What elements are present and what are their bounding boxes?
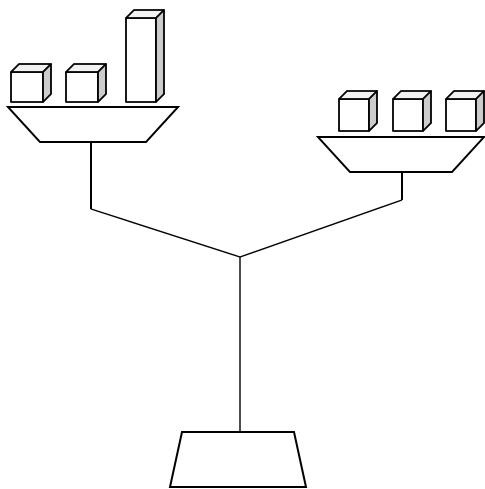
left-pan-tall-block-3 [125, 9, 165, 103]
right-pan-cube-1 [338, 90, 378, 132]
right-pan-cube-3 [445, 90, 485, 132]
left-pan-cube-1 [10, 63, 52, 103]
right-pan-cube-2 [392, 90, 432, 132]
left-pan-tall-block-3-front [125, 17, 157, 103]
right-pan-cube-2-side [422, 90, 432, 132]
right-pan-cube-2-front [392, 98, 424, 132]
left-pan-cube-2-side [97, 63, 107, 103]
right-pan-cube-3-front [445, 98, 477, 132]
left-pan-tall-block-3-side [155, 9, 165, 103]
right-pan-cube-1-side [368, 90, 378, 132]
left-pan-cube-2-front [65, 71, 99, 103]
scale-base [168, 431, 308, 488]
left-pan [5, 106, 181, 143]
right-pan-blocks [338, 90, 485, 132]
left-pan-cube-2 [65, 63, 107, 103]
left-pan-cube-1-side [42, 63, 52, 103]
left-pan-blocks [10, 9, 165, 103]
beam-left-arm [90, 208, 241, 258]
right-pan [315, 136, 485, 173]
left-pan-cube-1-front [10, 71, 44, 103]
beam-right-arm [239, 199, 403, 258]
right-pan-cube-1-front [338, 98, 370, 132]
right-pan-cube-3-side [475, 90, 485, 132]
